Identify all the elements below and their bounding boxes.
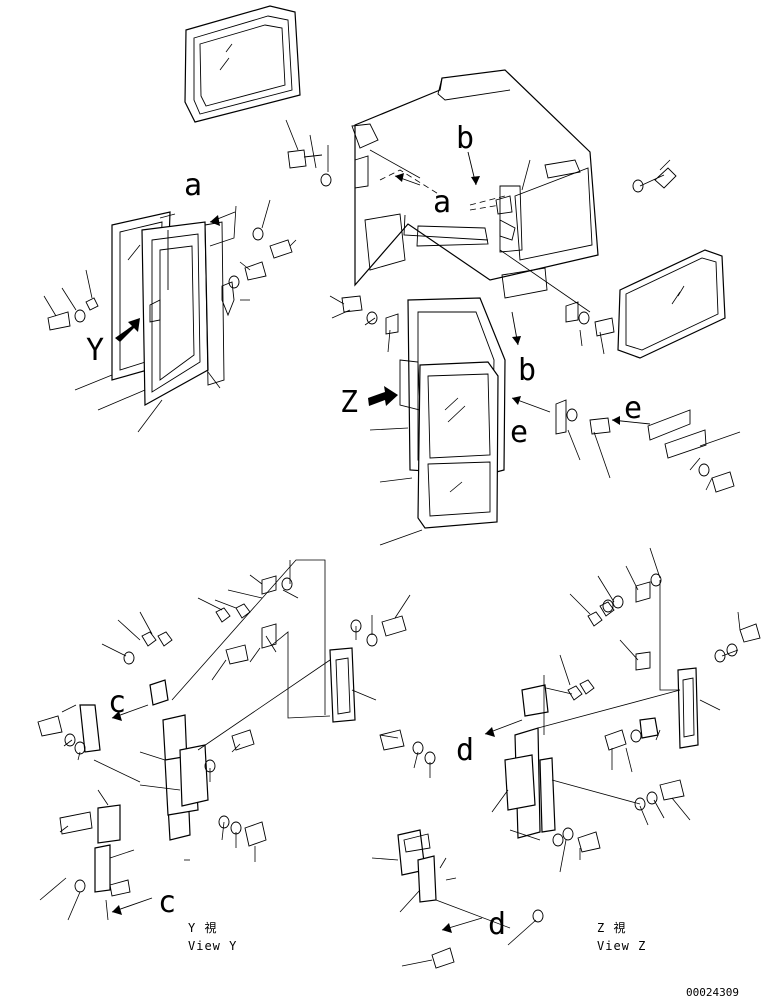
- view-y-caption-jp: Y 視: [188, 920, 217, 935]
- side-door-assembly: [111, 211, 225, 407]
- drawing-number: 00024309: [686, 986, 739, 999]
- view-z-caption-en: View Z: [597, 939, 646, 953]
- view-y-caption-en: View Y: [188, 939, 237, 953]
- view-y-latch-assembly: [79, 647, 356, 893]
- leader-lines: [39, 119, 741, 967]
- view-z-latch-assembly: [397, 667, 699, 903]
- callout-b-cab-side: b: [518, 353, 536, 388]
- view-y-marker: Y: [86, 333, 104, 368]
- callout-c-lower: c: [158, 885, 176, 920]
- callout-e-right: e: [624, 391, 642, 426]
- callout-e-door: e: [510, 415, 528, 450]
- callout-a-side-door: a: [184, 168, 202, 203]
- view-z-marker: Z: [340, 385, 358, 420]
- view-arrow-icon: [115, 318, 398, 406]
- callout-c-upper: c: [108, 685, 126, 720]
- side-window-panel: [617, 249, 726, 359]
- view-z-caption-jp: Z 視: [597, 920, 626, 935]
- fasteners: [37, 149, 761, 969]
- top-window-panel: [184, 5, 301, 123]
- direction-arrow-icon: [111, 151, 651, 933]
- callout-d-upper: d: [456, 733, 474, 768]
- callout-d-lower: d: [488, 907, 506, 942]
- callout-b-cab-top: b: [456, 121, 474, 156]
- front-door: [417, 361, 499, 529]
- cab-body: [351, 69, 599, 299]
- callout-a-cab: a: [433, 185, 451, 220]
